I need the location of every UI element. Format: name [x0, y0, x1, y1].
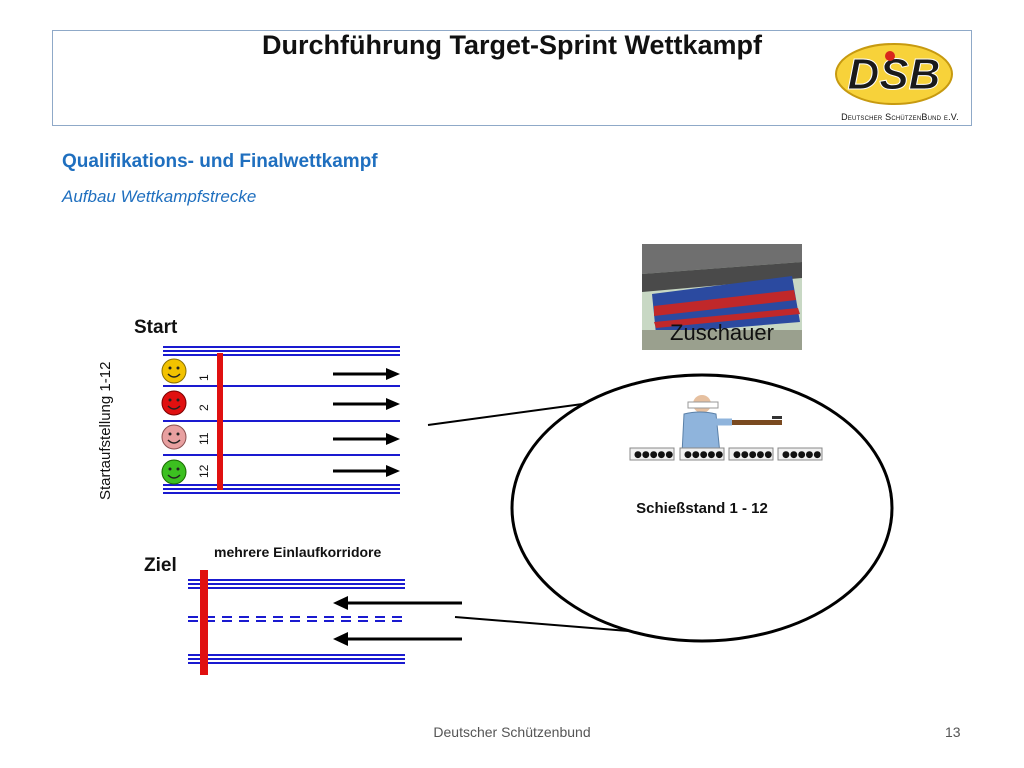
- connector-line-bottom: [454, 616, 641, 633]
- logo-text: DSB: [848, 50, 941, 99]
- start-side-label: Startaufstellung 1-12: [97, 362, 114, 500]
- section-subtitle: Qualifikations- und Finalwettkampf: [62, 151, 378, 172]
- finish-corridor-label: mehrere Einlaufkorridore: [214, 544, 381, 560]
- target-dots: ●●●●●: [634, 450, 673, 460]
- header-frame: [52, 30, 972, 126]
- target-dots: ●●●●●: [684, 450, 723, 460]
- target-dots: ●●●●●: [733, 450, 772, 460]
- footer-org: Deutscher Schützenbund: [433, 724, 591, 740]
- yellow-smiley-face: [161, 358, 187, 384]
- lane-number: 11: [197, 432, 211, 445]
- start-label: Start: [134, 317, 178, 338]
- start-arrows: [333, 368, 400, 477]
- finish-label: Ziel: [144, 555, 177, 576]
- finish-arrows: [333, 596, 462, 646]
- shooter-figure: [681, 395, 782, 455]
- start-lane-lines: [163, 346, 400, 494]
- red-smiley-face: [161, 390, 187, 416]
- page-title: Durchführung Target-Sprint Wettkampf: [262, 30, 762, 60]
- spectators-label: Zuschauer: [670, 320, 774, 345]
- dsb-logo: DSB: [832, 34, 964, 124]
- logo-caption: Deutscher SchützenBund e.V.: [841, 112, 959, 122]
- green-smiley-face: [161, 459, 187, 485]
- start-line: [217, 353, 223, 490]
- lane-number: 12: [197, 464, 211, 478]
- pink-smiley-face: [161, 424, 187, 450]
- lane-number: 1: [197, 374, 211, 381]
- section-subsubtitle: Aufbau Wettkampfstrecke: [62, 187, 257, 206]
- lane-number: 2: [197, 404, 211, 411]
- shooting-range-ellipse: [510, 373, 894, 643]
- finish-line: [200, 570, 208, 675]
- target-dots: ●●●●●: [782, 450, 821, 460]
- shooting-range-label: Schießstand 1 - 12: [636, 500, 768, 517]
- page-number: 13: [945, 724, 961, 740]
- finish-lane-lines: [188, 579, 405, 664]
- target-rows: ●●●●● ●●●●● ●●●●● ●●●●●: [629, 447, 823, 461]
- spectators-photo: Zuschauer: [642, 244, 802, 350]
